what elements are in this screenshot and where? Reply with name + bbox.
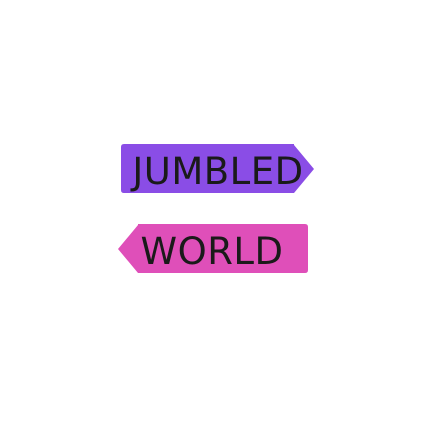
top-arrow-sign xyxy=(121,144,314,193)
bottom-arrow-sign xyxy=(118,224,308,273)
bottom-sign-word: WORLD xyxy=(140,230,283,273)
top-sign-word: JUMBLED xyxy=(130,150,303,193)
